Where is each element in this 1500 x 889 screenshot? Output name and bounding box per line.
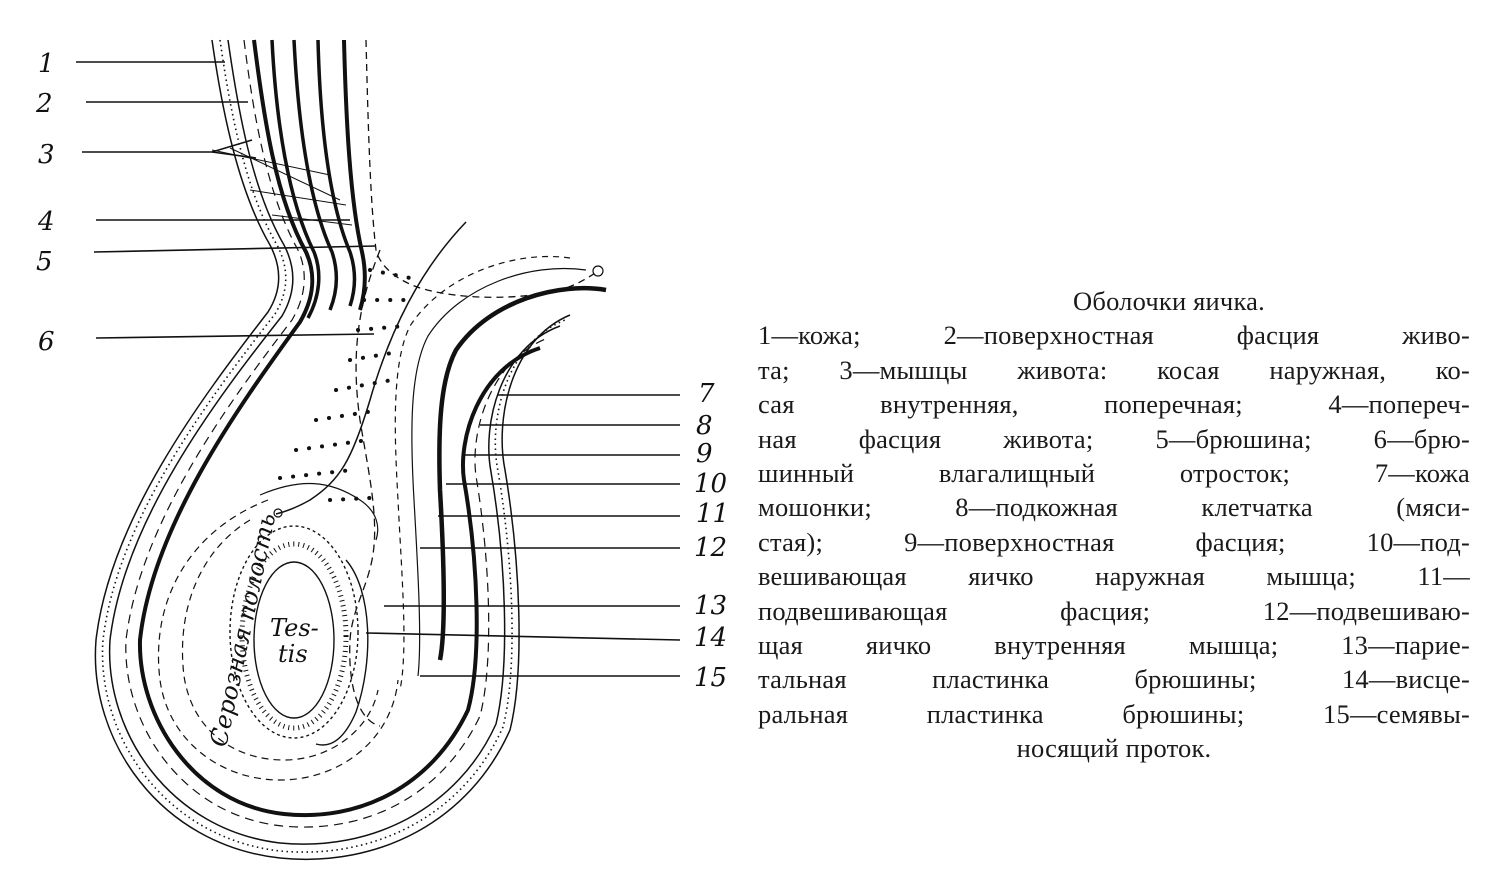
peritoneum-line	[365, 39, 601, 298]
leader-6	[95, 333, 375, 339]
caption-line: подвешивающая фасция; 12—подвешиваю-	[758, 595, 1470, 626]
testis-label-line2: tis	[278, 640, 308, 668]
label-6: 6	[38, 327, 55, 357]
caption-line: мошонки; 8—подкожная клетчатка (мяси-	[758, 492, 1470, 523]
cavity-inner	[181, 519, 379, 761]
cord-outline	[259, 482, 379, 541]
label-7: 7	[698, 379, 715, 409]
superficial-fascia-line	[125, 39, 549, 828]
right-leader-lines	[365, 394, 681, 677]
serous-cavity	[157, 499, 399, 781]
label-9: 9	[696, 439, 713, 469]
vas-deferens-end	[273, 508, 283, 518]
label-1: 1	[38, 49, 55, 79]
label-3: 3	[38, 140, 55, 170]
cavity-outline	[157, 499, 399, 781]
caption-line: сая внутренняя, поперечная; 4—попереч-	[758, 389, 1470, 420]
oblique-internal	[292, 39, 338, 311]
label-14: 14	[694, 623, 727, 653]
parietal-layer	[349, 249, 381, 727]
epididymis	[315, 559, 369, 746]
label-4: 4	[37, 207, 55, 237]
label-11: 11	[696, 499, 729, 529]
cremaster-fascia	[411, 267, 587, 677]
skin-hatching	[101, 39, 566, 853]
inner-tunics	[259, 221, 607, 727]
transverse-fascia	[342, 39, 367, 311]
cremaster-muscle	[437, 285, 607, 661]
vas-deferens-line	[275, 221, 467, 515]
caption-line: вешивающая яичко наружная мышца; 11—	[758, 561, 1470, 592]
label-13: 13	[694, 591, 727, 621]
label-2: 2	[35, 89, 53, 119]
abdominal-muscles	[211, 39, 604, 319]
oblique-external	[270, 39, 321, 319]
peritoneum-end	[592, 265, 604, 277]
caption-line: та; 3—мышцы живота: косая наружная, ко-	[758, 354, 1470, 385]
testis-tunica-inner	[253, 561, 335, 719]
leader-5	[93, 245, 377, 253]
spermatic-cord-dots	[278, 268, 422, 502]
right-number-labels: 7 8 9 10 11 12 13 14 15	[694, 379, 729, 693]
skin-outer-line	[94, 39, 571, 860]
caption-line: щая яичко внутренняя мышца; 13—парие-	[758, 630, 1470, 661]
testis-tunica-mid	[239, 541, 349, 731]
abdominal-muscle-outer	[137, 39, 541, 817]
caption-line: носящий проток.	[1016, 733, 1212, 764]
figure-caption: Оболочки яичка. 1—кожа; 2—поверхностная …	[758, 284, 1470, 766]
internal-muscle	[394, 255, 571, 691]
label-10: 10	[694, 469, 727, 499]
caption-title: Оболочки яичка.	[1073, 286, 1265, 316]
caption-line: ральная пластинка брюшины; 15—семявы-	[758, 698, 1470, 729]
caption-line: стая); 9—поверхностная фасция; 10—под-	[758, 526, 1470, 557]
muscle-fibres	[211, 147, 353, 226]
testis-label-line1: Tes-	[270, 614, 319, 642]
caption-line: тальная пластинка брюшины; 14—висце-	[758, 664, 1470, 695]
label-12: 12	[694, 533, 727, 563]
caption-line: ная фасция живота; 5—брюшина; 6—брю-	[758, 423, 1470, 454]
leader-3b	[211, 151, 257, 159]
left-number-labels: 1 2 3 4 5 6	[35, 49, 55, 357]
label-5: 5	[36, 247, 53, 277]
fascia-layers	[125, 39, 549, 828]
label-15: 15	[694, 663, 727, 693]
leader-3	[82, 139, 253, 153]
skin-layer	[94, 39, 571, 860]
testis-tunica-outer	[229, 525, 359, 739]
caption-line: 1—кожа; 2—поверхностная фасция живо-	[758, 320, 1470, 351]
left-leader-lines	[76, 61, 377, 339]
leader-14	[365, 632, 681, 641]
testis	[229, 525, 369, 746]
caption-line: шинный влагалищный отросток; 7—кожа	[758, 458, 1470, 489]
skin-inner-line	[108, 39, 561, 845]
label-8: 8	[696, 411, 713, 441]
